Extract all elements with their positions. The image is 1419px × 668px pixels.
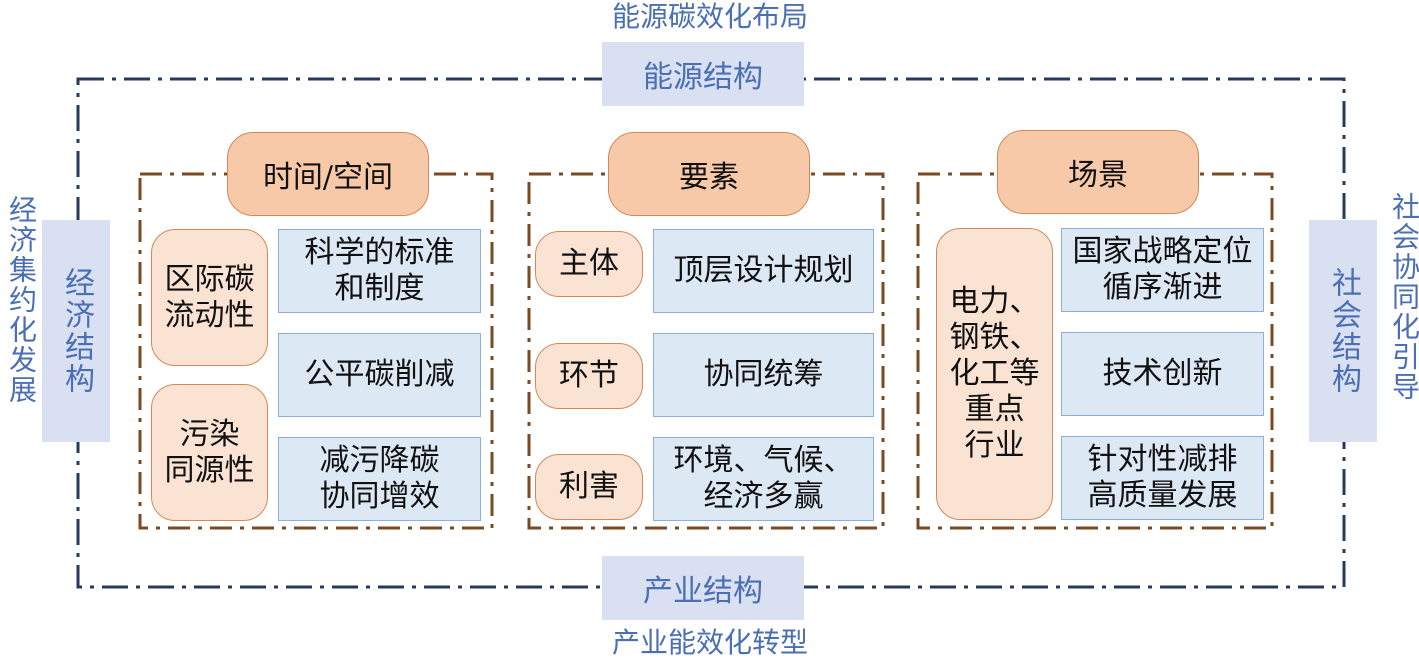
side-pill-key-industries: 电力、 钢铁、 化工等 重点 行业	[936, 228, 1053, 520]
box-fair-carbon-reduction: 公平碳削减	[278, 333, 481, 417]
side-pill-subject: 主体	[535, 231, 643, 297]
side-pill-pollution-source: 污染 同源性	[151, 384, 268, 521]
box-targeted-reduction: 针对性减排 高质量发展	[1061, 436, 1264, 520]
society-structure-box: 社会结构	[1309, 220, 1377, 442]
bottom-outer-label: 产业能效化转型	[611, 626, 808, 659]
top-outer-label: 能源碳效化布局	[611, 0, 808, 33]
panel-header-scenarios: 场景	[997, 130, 1199, 214]
industry-structure-box: 产业结构	[602, 556, 804, 620]
left-outer-label: 经济集约化发展	[5, 195, 38, 405]
energy-structure-box: 能源结构	[602, 42, 804, 106]
box-tech-innovation: 技术创新	[1061, 332, 1264, 416]
box-coordination: 协同统筹	[653, 333, 874, 417]
economy-structure-box: 经济结构	[42, 220, 110, 442]
box-pollution-carbon-synergy: 减污降碳 协同增效	[278, 437, 481, 521]
box-top-level-design: 顶层设计规划	[653, 229, 874, 313]
box-multi-win: 环境、气候、 经济多赢	[653, 437, 874, 521]
box-national-strategy: 国家战略定位 循序渐进	[1061, 228, 1264, 312]
panel-header-elements: 要素	[608, 132, 810, 216]
side-pill-interests: 利害	[535, 454, 643, 520]
right-outer-label: 社会协同化引导	[1388, 192, 1419, 402]
box-science-standards: 科学的标准 和制度	[278, 229, 481, 313]
side-pill-link: 环节	[535, 343, 643, 409]
panel-header-time-space: 时间/空间	[227, 132, 429, 216]
side-pill-interregional-carbon: 区际碳 流动性	[151, 229, 268, 366]
